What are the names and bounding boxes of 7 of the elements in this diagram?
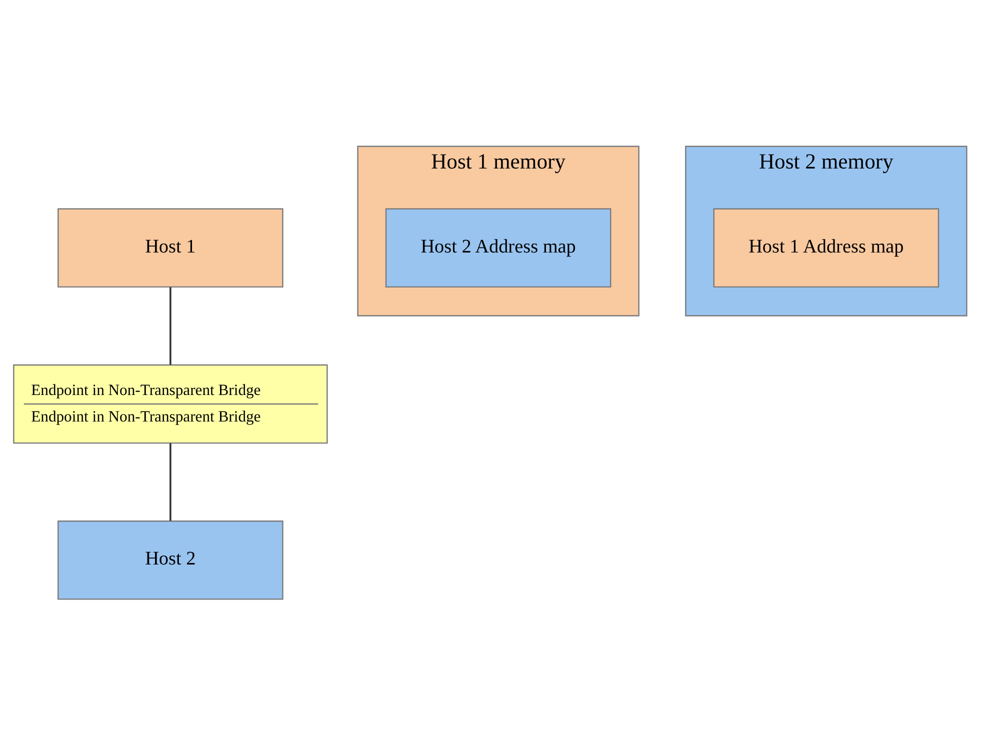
connector: [170, 286, 172, 364]
node-box: Host 1: [58, 208, 284, 288]
connector: [170, 442, 172, 520]
node-box: Host 2: [58, 520, 284, 600]
node-box: Endpoint in Non-Transparent Bridge Endpoint in Non-Transparent Bridge: [13, 364, 328, 444]
node-box: Host 2 Address map: [385, 208, 612, 288]
node-box: Host 1 Address map: [713, 208, 940, 288]
